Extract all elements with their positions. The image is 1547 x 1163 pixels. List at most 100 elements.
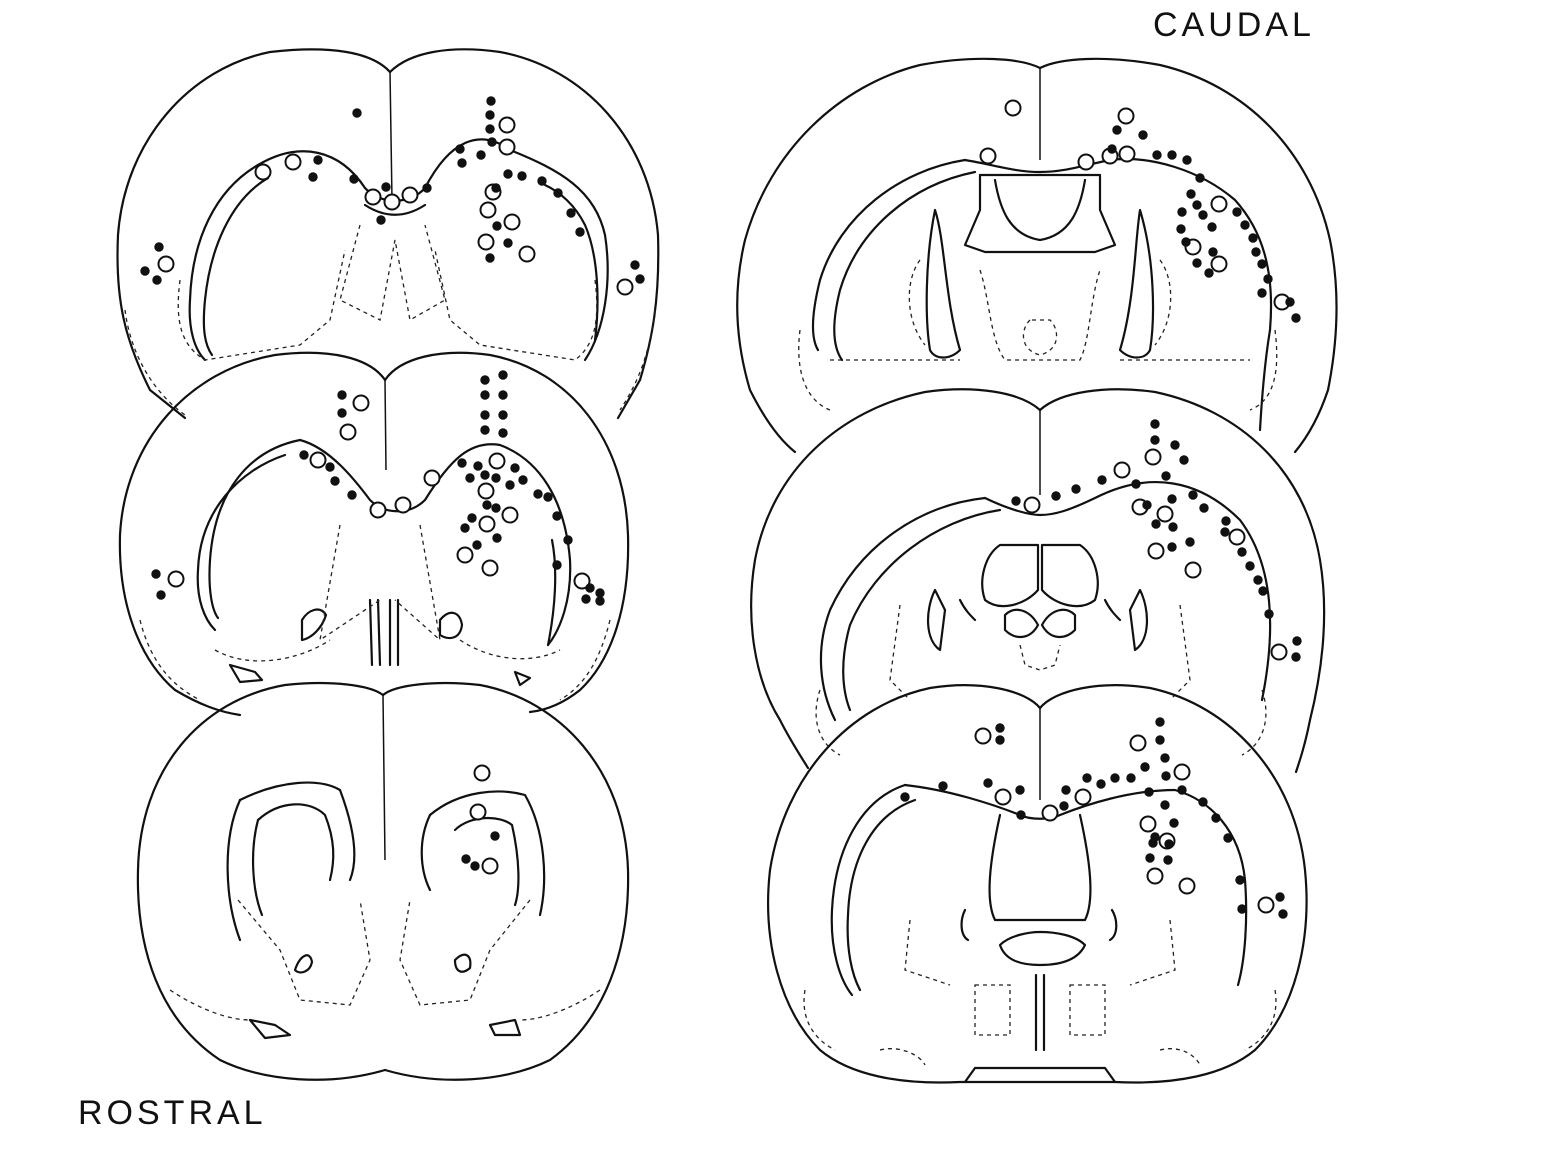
open-circle-marker: [503, 213, 521, 231]
filled-circle-marker: [517, 171, 527, 181]
filled-circle-marker: [1131, 479, 1141, 489]
filled-circle-marker: [552, 560, 562, 570]
open-circle-marker: [364, 188, 382, 206]
section-right-bottom: [767, 684, 1308, 1084]
filled-circle-marker: [518, 475, 528, 485]
filled-circle-marker: [498, 410, 508, 420]
filled-circle-marker: [595, 588, 605, 598]
filled-circle-marker: [1258, 586, 1268, 596]
filled-circle-marker: [152, 275, 162, 285]
open-circle-marker: [369, 501, 387, 519]
open-circle-marker: [478, 515, 496, 533]
filled-circle-marker: [575, 227, 585, 237]
filled-circle-marker: [1168, 522, 1178, 532]
filled-circle-marker: [1186, 189, 1196, 199]
open-circle-marker: [1210, 255, 1228, 273]
open-circle-marker: [1041, 804, 1059, 822]
open-circle-marker: [167, 570, 185, 588]
filled-circle-marker: [1097, 475, 1107, 485]
filled-circle-marker: [482, 500, 492, 510]
open-circle-marker: [1184, 561, 1202, 579]
open-circle-marker: [1156, 505, 1174, 523]
filled-circle-marker: [1237, 904, 1247, 914]
filled-circle-marker: [1150, 419, 1160, 429]
section-left-middle: [118, 351, 630, 717]
open-circle-marker: [1129, 734, 1147, 752]
open-circle-marker: [1117, 107, 1135, 125]
filled-circle-marker: [1285, 297, 1295, 307]
filled-circle-marker: [1142, 500, 1152, 510]
filled-circle-marker: [503, 169, 513, 179]
filled-circle-marker: [461, 854, 471, 864]
filled-circle-marker: [1251, 247, 1261, 257]
filled-circle-marker: [467, 513, 477, 523]
filled-circle-marker: [485, 110, 495, 120]
filled-circle-marker: [486, 96, 496, 106]
filled-circle-marker: [330, 476, 340, 486]
filled-circle-marker: [635, 274, 645, 284]
filled-circle-marker: [1292, 636, 1302, 646]
filled-circle-marker: [299, 450, 309, 460]
filled-circle-marker: [156, 590, 166, 600]
open-circle-marker: [616, 278, 634, 296]
filled-circle-marker: [1140, 762, 1150, 772]
filled-circle-marker: [1059, 801, 1069, 811]
filled-circle-marker: [470, 861, 480, 871]
filled-circle-marker: [472, 540, 482, 550]
filled-circle-marker: [498, 428, 508, 438]
filled-circle-marker: [938, 781, 948, 791]
filled-circle-marker: [485, 124, 495, 134]
filled-circle-marker: [1253, 575, 1263, 585]
filled-circle-marker: [1167, 494, 1177, 504]
open-circle-marker: [456, 546, 474, 564]
open-circle-markers: [157, 99, 1291, 914]
filled-circle-marker: [1155, 735, 1165, 745]
filled-circle-marker: [1181, 237, 1191, 247]
filled-circle-marker: [480, 425, 490, 435]
filled-circle-marker: [1198, 210, 1208, 220]
filled-circle-marker: [1198, 797, 1208, 807]
filled-circle-marker: [1110, 773, 1120, 783]
filled-circle-marker: [1195, 173, 1205, 183]
open-circle-marker: [573, 572, 591, 590]
filled-circle-marker: [1235, 875, 1245, 885]
filled-circle-marker: [505, 480, 515, 490]
filled-circle-marker: [313, 155, 323, 165]
filled-circle-marker: [1240, 220, 1250, 230]
filled-circle-marker: [1291, 313, 1301, 323]
filled-circle-marker: [510, 463, 520, 473]
filled-circle-marker: [1263, 274, 1273, 284]
open-circle-marker: [1178, 877, 1196, 895]
filled-circle-marker: [308, 172, 318, 182]
filled-circle-marker: [1177, 785, 1187, 795]
filled-circle-marker: [1176, 224, 1186, 234]
filled-circle-marker: [1237, 547, 1247, 557]
open-circle-marker: [352, 394, 370, 412]
open-circle-marker: [481, 857, 499, 875]
filled-circle-marker: [1144, 787, 1154, 797]
open-circle-marker: [309, 451, 327, 469]
filled-circle-marker: [1015, 785, 1025, 795]
filled-circle-marker: [1291, 652, 1301, 662]
open-circle-marker: [339, 423, 357, 441]
filled-circle-marker: [1248, 233, 1258, 243]
open-circle-marker: [498, 116, 516, 134]
open-circle-marker: [469, 803, 487, 821]
filled-circle-marker: [1082, 773, 1092, 783]
open-circle-marker: [423, 469, 441, 487]
filled-circle-marker: [498, 370, 508, 380]
filled-circle-marker: [457, 158, 467, 168]
open-circle-marker: [974, 727, 992, 745]
open-circle-marker: [1210, 195, 1228, 213]
filled-circle-marker: [543, 492, 553, 502]
filled-circle-marker: [480, 375, 490, 385]
filled-circle-marker: [1199, 503, 1209, 513]
filled-circle-marker: [1170, 440, 1180, 450]
open-circle-marker: [394, 496, 412, 514]
filled-circle-marker: [995, 735, 1005, 745]
filled-circle-marker: [630, 260, 640, 270]
filled-circle-marker: [492, 533, 502, 543]
filled-circle-marker: [503, 238, 513, 248]
rostral-label: ROSTRAL: [78, 1094, 267, 1132]
